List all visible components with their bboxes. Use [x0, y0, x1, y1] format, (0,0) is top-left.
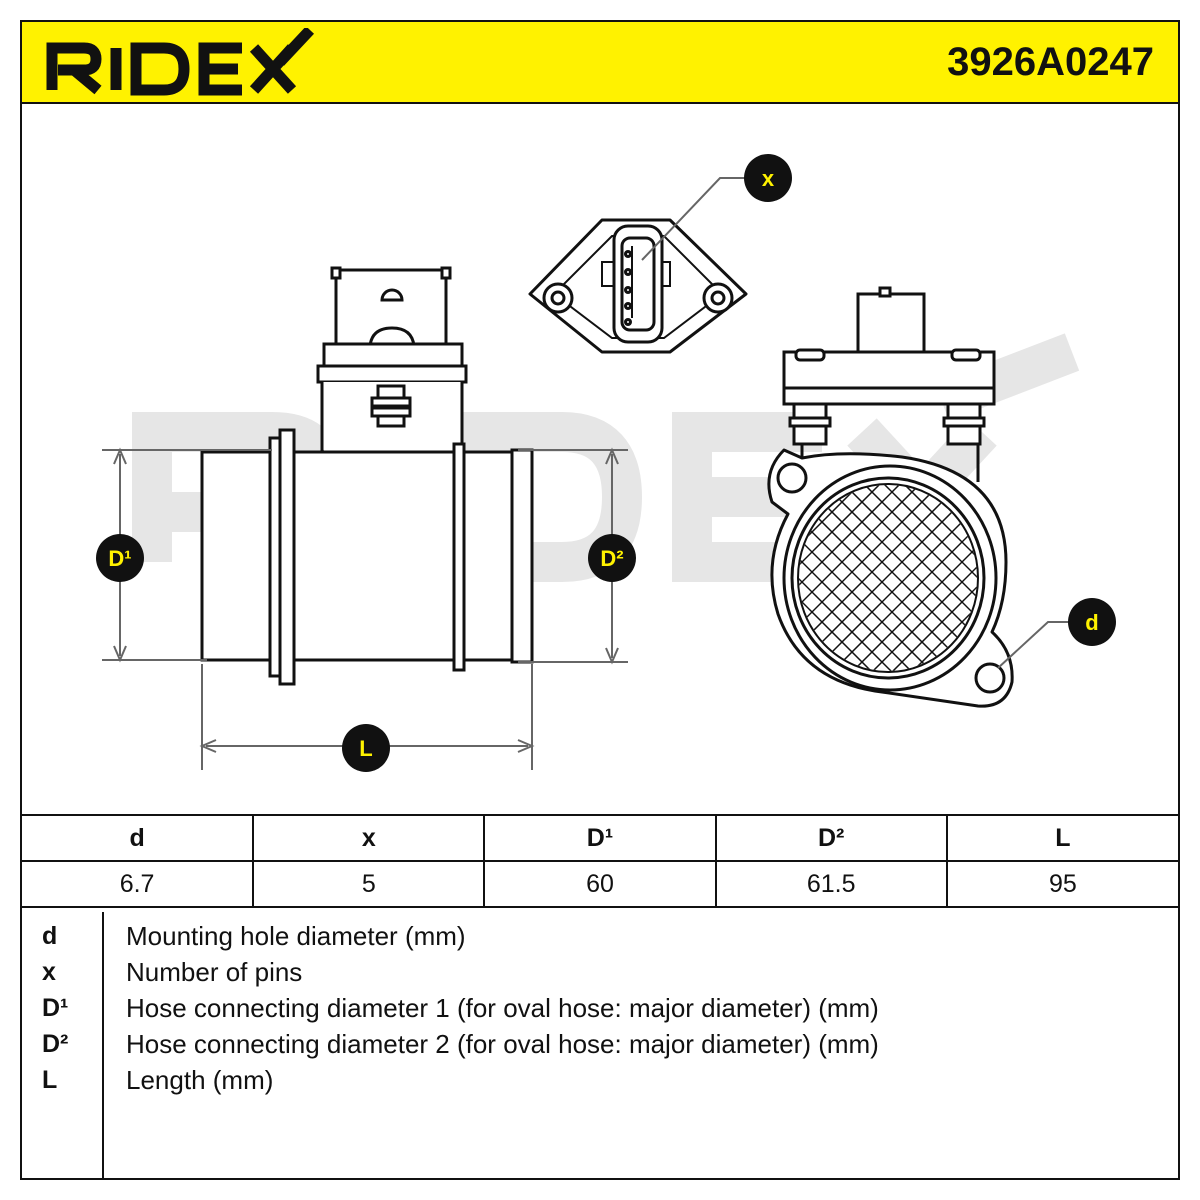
leader-lines [641, 177, 1074, 669]
spec-value-x: 5 [252, 860, 486, 908]
ridex-logo [46, 28, 314, 96]
svg-text:D²: D² [600, 546, 623, 571]
header-bar: 3926A0247 [22, 22, 1178, 104]
spec-header-row: d x D¹ D² L [22, 814, 1178, 862]
connector-view [528, 218, 748, 354]
spec-header-d1: D¹ [483, 814, 717, 862]
legend-description: Number of pins [126, 957, 303, 987]
legend-key: D¹ [42, 994, 69, 1022]
legend-item: D² Hose connecting diameter 2 (for oval … [22, 1026, 1178, 1062]
legend-description: Hose connecting diameter 2 (for oval hos… [126, 1029, 879, 1059]
spec-header-l: L [945, 814, 1178, 862]
legend: d Mounting hole diameter (mm) x Number o… [22, 912, 1178, 1178]
legend-item: d Mounting hole diameter (mm) [22, 918, 1178, 954]
legend-description: Length (mm) [126, 1065, 274, 1095]
drawing-sheet: 3926A0247 [20, 20, 1180, 1180]
legend-key: D² [42, 1030, 69, 1058]
legend-item: D¹ Hose connecting diameter 1 (for oval … [22, 990, 1178, 1026]
legend-item: L Length (mm) [22, 1062, 1178, 1098]
spec-header-x: x [252, 814, 486, 862]
callout-x: x [744, 154, 792, 202]
svg-text:x: x [762, 166, 775, 191]
spec-header-d2: D² [714, 814, 948, 862]
callout-l: L [342, 724, 390, 772]
legend-key: x [42, 958, 56, 986]
svg-text:L: L [359, 736, 372, 761]
sensor-side-view [200, 266, 534, 686]
legend-description: Hose connecting diameter 1 (for oval hos… [126, 993, 879, 1023]
legend-key: L [42, 1066, 58, 1094]
sensor-front-view [767, 286, 1014, 708]
spec-header-d: d [22, 814, 255, 862]
callout-d1: D¹ [96, 534, 144, 582]
spec-value-l: 95 [945, 860, 1178, 908]
svg-text:d: d [1085, 610, 1098, 635]
spec-value-row: 6.7 5 60 61.5 95 [22, 860, 1178, 908]
callout-d2: D² [588, 534, 636, 582]
spec-value-d1: 60 [483, 860, 717, 908]
legend-divider [102, 912, 104, 1178]
technical-drawing: x d D¹ D² L [96, 154, 1116, 772]
callout-d: d [1068, 598, 1116, 646]
part-number: 3926A0247 [947, 40, 1154, 84]
svg-text:D¹: D¹ [108, 546, 131, 571]
legend-key: d [42, 922, 58, 950]
legend-description: Mounting hole diameter (mm) [126, 921, 466, 951]
legend-item: x Number of pins [22, 954, 1178, 990]
spec-value-d: 6.7 [22, 860, 255, 908]
spec-value-d2: 61.5 [714, 860, 948, 908]
spec-table: d x D¹ D² L 6.7 5 60 61.5 95 [22, 814, 1178, 908]
